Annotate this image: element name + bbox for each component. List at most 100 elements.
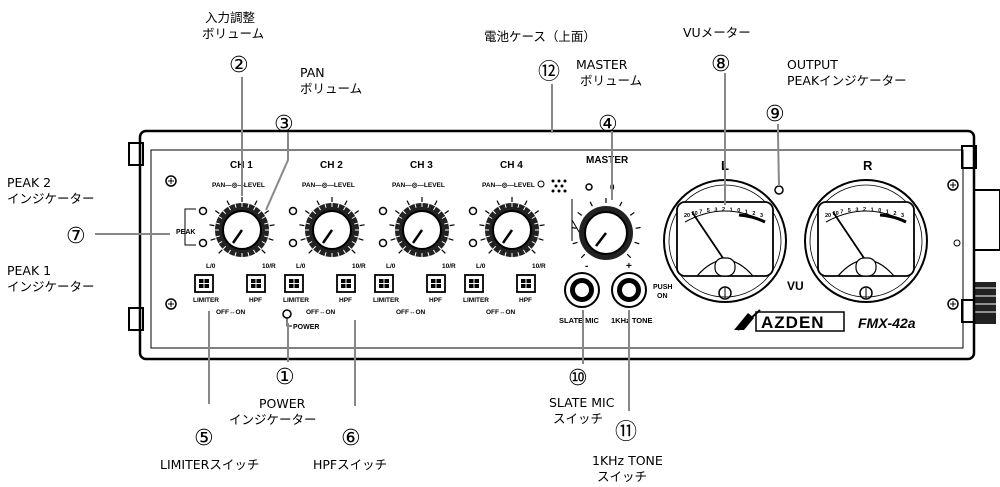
callout-1-number: ① <box>275 365 295 390</box>
callout-5-line1: LIMITERスイッチ <box>160 457 259 472</box>
tone-button[interactable] <box>611 272 647 308</box>
peak2-indicator <box>468 206 478 216</box>
meter-scale-label: 0 <box>878 208 881 214</box>
svg-text:L/0: L/0 <box>296 263 306 270</box>
meter-scale-label: 7 <box>840 209 843 215</box>
meter-scale-label: 2 <box>722 207 725 213</box>
meter-scale-label: 1 <box>886 209 889 215</box>
slate-mic-button[interactable] <box>564 272 600 308</box>
svg-text:LIMITER: LIMITER <box>463 297 489 304</box>
meter-scale-label: 3 <box>760 213 763 219</box>
svg-text:-: - <box>585 261 588 272</box>
callout-4-number: ④ <box>598 112 618 137</box>
limiter-switch[interactable] <box>284 274 304 293</box>
input-level-knob[interactable] <box>215 203 269 257</box>
input-level-knob[interactable] <box>305 203 359 257</box>
callout-8-line1: VUメーター <box>683 25 751 40</box>
callout-7-line1: PEAK 2 <box>7 175 51 190</box>
limiter-switch[interactable] <box>464 274 484 293</box>
peak1-indicator <box>468 238 478 248</box>
svg-text:OFF↔ON: OFF↔ON <box>216 309 246 316</box>
callout-11-line1: 1KHz TONE <box>592 453 663 468</box>
callout-11-number: ⑪ <box>615 420 637 445</box>
meter-needle <box>832 211 869 265</box>
input-level-knob[interactable] <box>485 203 539 257</box>
meter-scale-label: 2 <box>863 207 866 213</box>
limiter-switch[interactable] <box>194 274 214 293</box>
peak1-indicator <box>378 238 388 248</box>
callout-9-line1: OUTPUT <box>787 57 838 72</box>
output-peak-indicator <box>774 185 784 195</box>
meter-l-adjust[interactable] <box>718 286 732 300</box>
screw <box>165 298 177 310</box>
meter-scale-label: 1 <box>871 207 874 213</box>
hpf-switch[interactable] <box>336 274 356 293</box>
callout-7-line2: インジケーター <box>7 191 95 206</box>
svg-text:HPF: HPF <box>519 297 532 304</box>
channel-label: CH 2 <box>320 160 343 171</box>
meter-scale-label: 2 <box>893 211 896 217</box>
limiter-switch[interactable] <box>374 274 394 293</box>
slate-mic-grille <box>551 179 567 193</box>
input-level-knob[interactable] <box>395 203 449 257</box>
model-label: FMX-42a <box>858 315 916 331</box>
meter-scale-label: 5 <box>848 208 851 214</box>
svg-text:OFF↔ON: OFF↔ON <box>306 309 336 316</box>
svg-text:ON: ON <box>657 293 668 300</box>
meter-scale-label: 20 <box>684 213 690 219</box>
azden-logo: AZDEN <box>734 309 845 332</box>
meter-scale-label: 5 <box>707 208 710 214</box>
meter-scale-label: 10 <box>692 211 698 217</box>
svg-text:HPF: HPF <box>249 297 262 304</box>
svg-text:OFF↔ON: OFF↔ON <box>486 309 516 316</box>
callout-1-line2: インジケーター <box>229 412 317 427</box>
peak2-indicator <box>288 206 298 216</box>
side-knob <box>974 282 996 324</box>
callout-4-line2: ボリューム <box>580 73 642 88</box>
channel-label: CH 3 <box>410 160 433 171</box>
callout-12-number: ⑫ <box>538 60 560 85</box>
callout-6-line1: HPFスイッチ <box>313 457 387 472</box>
meter-scale-label: 1 <box>745 209 748 215</box>
callout-12-line1: 電池ケース（上面） <box>484 29 596 44</box>
screw <box>947 179 959 191</box>
hpf-switch[interactable] <box>246 274 266 293</box>
svg-text:LIMITER: LIMITER <box>373 297 399 304</box>
meter-scale-label: 3 <box>714 207 717 213</box>
callout-2-number: ② <box>229 53 249 78</box>
panel-body <box>138 129 976 361</box>
knob-scale <box>479 197 545 254</box>
hpf-switch[interactable] <box>426 274 446 293</box>
master-scale <box>571 198 641 259</box>
hpf-switch[interactable] <box>516 274 536 293</box>
peak2-indicator <box>378 206 388 216</box>
side-hole <box>953 239 961 247</box>
svg-text:HPF: HPF <box>339 297 352 304</box>
svg-text:PUSH: PUSH <box>653 284 672 291</box>
left-bracket-top <box>128 142 144 166</box>
pan-level-label: PAN—◎—LEVEL <box>392 182 445 189</box>
callout-4-line1: MASTER <box>576 57 628 72</box>
peak1-indicator <box>198 238 208 248</box>
svg-text:10/R: 10/R <box>442 263 456 270</box>
peak2-indicator <box>198 206 208 216</box>
knob-scale <box>209 197 275 254</box>
svg-text:LIMITER: LIMITER <box>193 297 219 304</box>
callout-3-line2: ボリューム <box>300 81 362 96</box>
svg-text:10/R: 10/R <box>532 263 546 270</box>
callout-10-number: ⑩ <box>568 366 588 391</box>
right-bracket-top <box>961 145 977 169</box>
callout-7-line3: PEAK 1 <box>7 263 51 278</box>
callout-1-line1: POWER <box>259 396 306 411</box>
power-label: POWER <box>293 324 319 331</box>
meter-r-adjust[interactable] <box>859 286 873 300</box>
callout-8-number: ⑧ <box>711 52 731 77</box>
callout-2-line1: 入力調整 <box>205 10 256 25</box>
callout-10-line2: スイッチ <box>553 411 603 426</box>
